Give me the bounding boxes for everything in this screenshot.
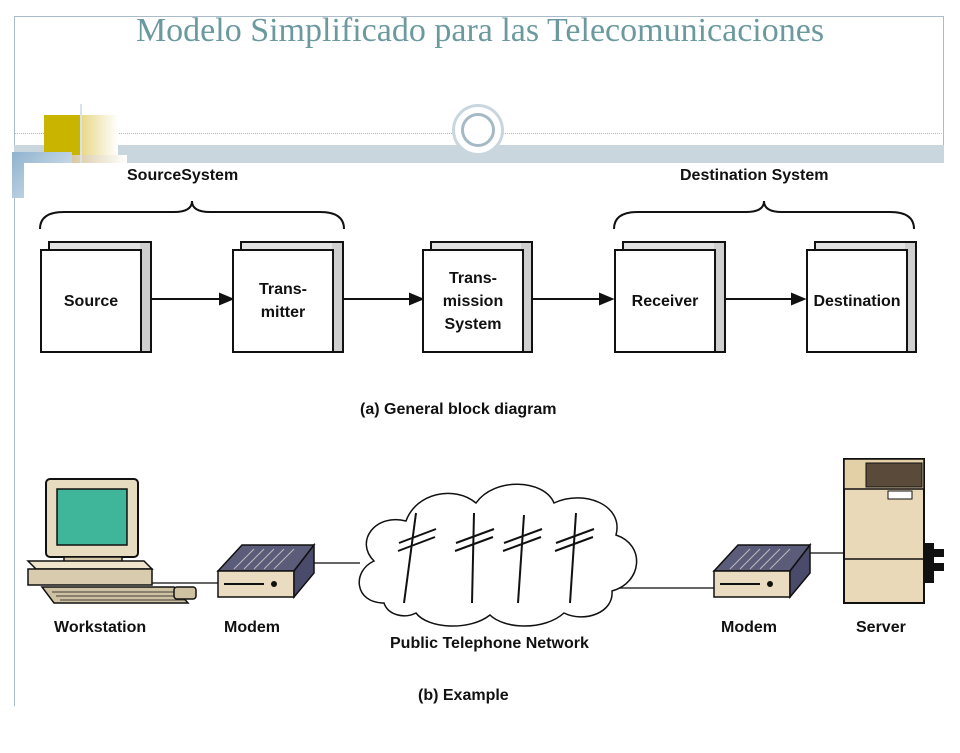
server-label: Server	[856, 619, 906, 636]
frame-left-line	[14, 16, 15, 706]
block-destination: Destination	[806, 249, 908, 353]
workstation-label: Workstation	[54, 619, 147, 636]
modem-right-label: Modem	[721, 619, 777, 636]
page-title: Modelo Simplificado para las Telecomunic…	[135, 12, 825, 49]
block-transmission-system: Trans- mission System	[422, 249, 524, 353]
frame-right-line	[943, 16, 944, 166]
destination-system-brace	[613, 200, 915, 230]
block-source-side	[140, 241, 152, 353]
source-system-label: SourceSystem	[127, 167, 239, 184]
block-receiver: Receiver	[614, 249, 716, 353]
block-transmitter-side	[332, 241, 344, 353]
modem-left-label: Modem	[224, 619, 280, 636]
block-source: Source	[40, 249, 142, 353]
block-receiver-side	[714, 241, 726, 353]
network-label: Public Telephone Network	[390, 635, 589, 652]
slide: Modelo Simplificado para las Telecomunic…	[12, 12, 944, 720]
block-transmitter: Trans- mitter	[232, 249, 334, 353]
title-ornament-circle	[452, 104, 504, 156]
modem-right-icon	[712, 542, 812, 600]
destination-system-label: Destination System	[680, 167, 829, 184]
workstation-icon	[26, 478, 197, 604]
diagram-panel: SourceSystem Destination System Source	[24, 163, 944, 720]
caption-a: (a) General block diagram	[360, 401, 557, 418]
frame-top-line	[14, 16, 944, 17]
block-destination-side	[905, 241, 917, 353]
server-icon	[843, 458, 944, 604]
title-ornament-inner-circle	[461, 113, 495, 147]
diagram-a-lines	[39, 200, 915, 306]
public-telephone-network-icon	[358, 483, 638, 627]
diagram-b-illustration	[26, 458, 944, 627]
source-system-brace	[39, 200, 345, 230]
block-transmission-system-side	[521, 241, 533, 353]
caption-b: (b) Example	[418, 687, 509, 704]
corner-vertical-line	[80, 104, 82, 168]
modem-left-icon	[216, 542, 316, 600]
